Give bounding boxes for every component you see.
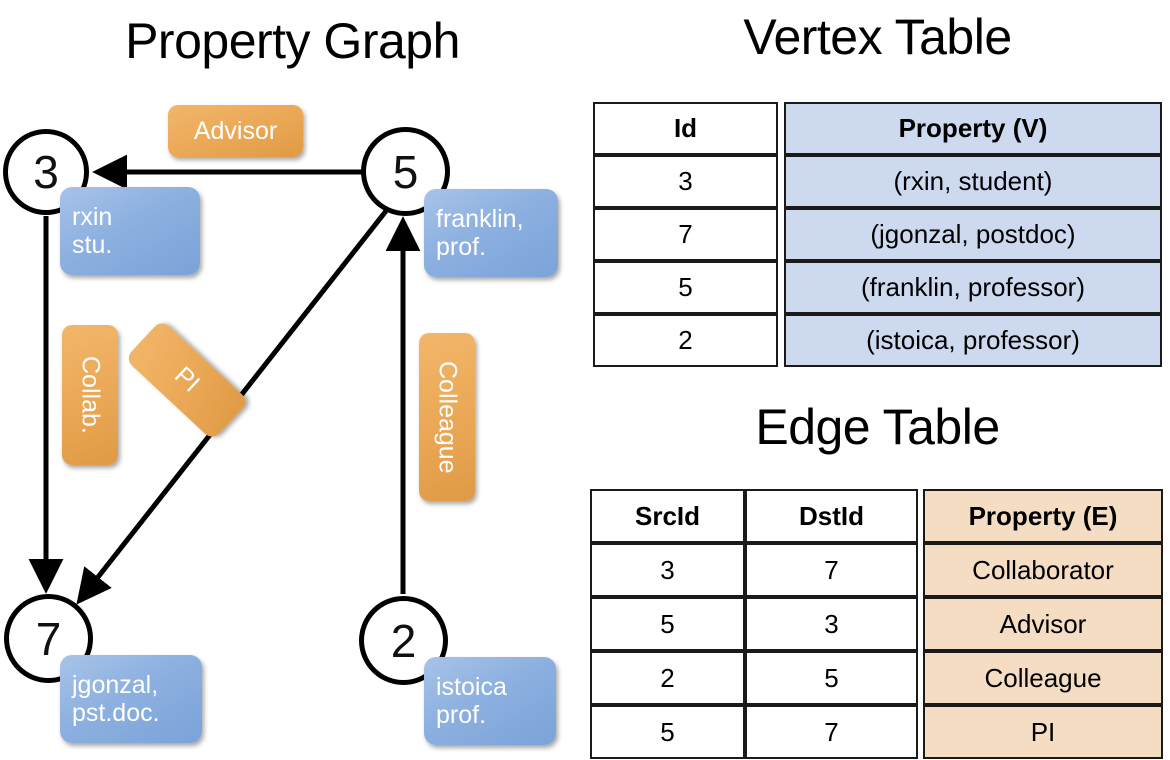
column-gap (778, 102, 784, 155)
vertex-col-header-property: Property (V) (784, 102, 1162, 155)
column-gap (778, 261, 784, 314)
edge-label-text: Colleague (433, 360, 462, 474)
column-gap (778, 155, 784, 208)
vertex-property-box-3: rxin stu. (60, 187, 200, 275)
vertex-col-header-id: Id (593, 102, 778, 155)
table-header-row: SrcId DstId Property (E) (590, 489, 1163, 543)
edge-label-text: Collab. (76, 356, 105, 434)
table-row: 5 (franklin, professor) (593, 261, 1162, 314)
column-gap (778, 208, 784, 261)
page-title-vertex-table: Vertex Table (743, 9, 1012, 65)
edge-cell-dstid: 7 (745, 543, 918, 597)
vertex-property-box-2: istoica prof. (424, 657, 556, 745)
vertex-property-box-5: franklin, prof. (424, 189, 558, 277)
edge-label-text: Advisor (193, 116, 278, 145)
column-gap (918, 651, 923, 705)
column-gap (918, 543, 923, 597)
table-row: 2 (istoica, professor) (593, 314, 1162, 367)
edge-table: SrcId DstId Property (E) 3 7 Collaborato… (590, 489, 1163, 759)
vertex-cell-id: 5 (593, 261, 778, 314)
vertex-cell-id: 7 (593, 208, 778, 261)
graph-node-3-label: 3 (33, 146, 59, 198)
vertex-property-line-2: prof. (436, 701, 487, 729)
table-row: 3 (rxin, student) (593, 155, 1162, 208)
vertex-cell-property: (istoica, professor) (784, 314, 1162, 367)
edge-cell-dstid: 7 (745, 705, 918, 759)
vertex-property-line-2: stu. (72, 231, 113, 259)
table-row: 5 3 Advisor (590, 597, 1163, 651)
table-row: 7 (jgonzal, postdoc) (593, 208, 1162, 261)
vertex-table: Id Property (V) 3 (rxin, student) 7 (jgo… (593, 102, 1162, 367)
page-title-edge-table: Edge Table (755, 399, 1000, 455)
table-row: 3 7 Collaborator (590, 543, 1163, 597)
vertex-property-line-1: jgonzal, (72, 671, 159, 699)
vertex-property-line-1: istoica (436, 673, 507, 701)
column-gap (918, 489, 923, 543)
edge-cell-property: PI (923, 705, 1163, 759)
vertex-property-line-2: prof. (436, 233, 487, 261)
edge-cell-dstid: 3 (745, 597, 918, 651)
table-row: 2 5 Colleague (590, 651, 1163, 705)
edge-cell-dstid: 5 (745, 651, 918, 705)
vertex-property-line-2: pst.doc. (72, 699, 160, 727)
graph-node-7-label: 7 (35, 612, 62, 665)
edge-col-header-dstid: DstId (745, 489, 918, 543)
vertex-cell-property: (rxin, student) (784, 155, 1162, 208)
edge-cell-property: Collaborator (923, 543, 1163, 597)
edge-cell-srcid: 2 (590, 651, 745, 705)
vertex-cell-id: 2 (593, 314, 778, 367)
vertex-property-line-1: franklin, (436, 205, 524, 233)
vertex-property-box-7: jgonzal, pst.doc. (60, 655, 202, 743)
edge-col-header-srcid: SrcId (590, 489, 745, 543)
vertex-cell-property: (franklin, professor) (784, 261, 1162, 314)
graph-node-2[interactable]: 2 (359, 596, 448, 685)
column-gap (778, 314, 784, 367)
graph-node-5-label: 5 (392, 145, 419, 198)
edge-label-text: PI (169, 361, 206, 398)
table-row: 5 7 PI (590, 705, 1163, 759)
graph-node-5[interactable]: 5 (361, 127, 450, 216)
vertex-property-line-1: rxin (72, 203, 113, 231)
column-gap (918, 705, 923, 759)
vertex-cell-id: 3 (593, 155, 778, 208)
edge-cell-property: Advisor (923, 597, 1163, 651)
edge-cell-property: Colleague (923, 651, 1163, 705)
edge-label-advisor: Advisor (168, 105, 303, 157)
vertex-cell-property: (jgonzal, postdoc) (784, 208, 1162, 261)
edge-cell-srcid: 5 (590, 705, 745, 759)
edge-cell-srcid: 3 (590, 543, 745, 597)
edge-cell-srcid: 5 (590, 597, 745, 651)
edge-col-header-property: Property (E) (923, 489, 1163, 543)
column-gap (918, 597, 923, 651)
page-title-property-graph: Property Graph (125, 13, 460, 69)
edge-label-colleague: Colleague (419, 333, 475, 501)
property-graph-panel: Property Graph 3 5 7 2 (3, 13, 558, 745)
edge-label-collab: Collab. (62, 325, 118, 465)
table-header-row: Id Property (V) (593, 102, 1162, 155)
graph-node-2-label: 2 (390, 614, 417, 667)
